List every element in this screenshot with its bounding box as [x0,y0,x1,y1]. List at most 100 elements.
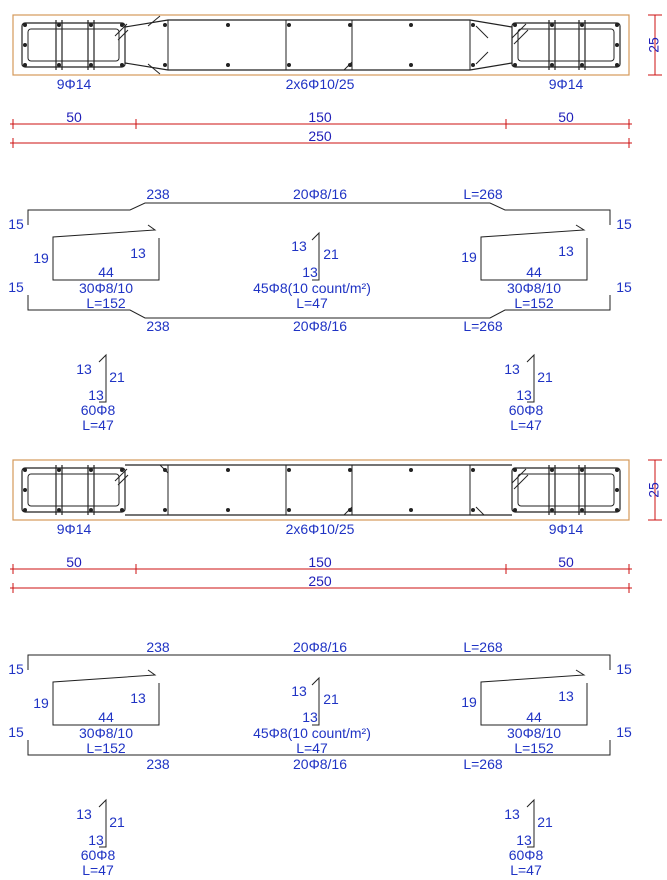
hook-middle: 13 21 13 45Φ8(10 count/m²) L=47 [253,676,371,756]
hook-bottom: 13 [88,832,104,848]
hook-top: 13 [76,806,92,822]
left-end-cage [21,467,126,513]
left-top-leg: 15 [8,661,24,677]
bottom-bar-total-length: L=268 [463,756,503,772]
stirrup-height: 19 [33,695,49,711]
right-end-stirrup [517,28,615,62]
hook-count: 60Φ8 [509,402,544,418]
stirrup-hook-length: 13 [558,688,574,704]
hook-count: 60Φ8 [81,847,116,863]
stirrup-count: 30Φ8/10 [79,725,133,741]
stirrup-width: 44 [98,264,114,280]
top-bar-count: 20Φ8/16 [293,186,347,202]
hook-height: 21 [323,246,339,262]
hook-right: 13 21 13 60Φ8 L=47 [504,353,553,433]
wall-plan-view: 25 9Φ14 2x6Φ10/25 9Φ14 [12,14,662,92]
height-dimension: 25 [646,482,662,498]
hook-bottom: 13 [302,709,318,725]
bottom-bent-bar [27,295,611,319]
bar-shape-detail: 238 20Φ8/16 L=268 238 20Φ8/16 L=268 15 1… [8,186,632,334]
right-top-leg: 15 [616,661,632,677]
bar-shape-detail: 238 20Φ8/16 L=268 238 20Φ8/16 L=268 15 1… [8,639,632,772]
top-longitudinal-bar [124,19,513,28]
dimension-lines: 50 150 50 250 [10,554,632,593]
hook-top: 13 [291,238,307,254]
left-bottom-leg: 15 [8,279,24,295]
top-bar-total-length: L=268 [463,639,503,655]
hook-bottom: 13 [516,832,532,848]
middle-bars-label: 2x6Φ10/25 [286,521,355,537]
stirrup-length: L=152 [514,740,554,756]
hook-right: 13 21 13 60Φ8 L=47 [504,798,553,878]
top-bar-count: 20Φ8/16 [293,639,347,655]
bottom-bent-bar [27,740,611,756]
top-bent-bar [27,202,611,225]
left-end-stirrup [27,28,120,62]
wall-plan-view: 25 9Φ14 2x6Φ10/25 9Φ14 [12,459,662,537]
hook-count: 45Φ8(10 count/m²) [253,280,371,296]
hook-height: 21 [109,369,125,385]
stirrup-height: 19 [33,250,49,266]
right-bottom-leg: 15 [616,279,632,295]
hook-top: 13 [504,806,520,822]
dim-right: 50 [558,109,574,125]
hook-count: 60Φ8 [81,402,116,418]
bottom-bar-count: 20Φ8/16 [293,318,347,334]
top-bar-length: 238 [146,639,170,655]
hook-height: 21 [109,814,125,830]
stirrup-width: 44 [98,709,114,725]
stirrup-width: 44 [526,709,542,725]
hook-top: 13 [504,361,520,377]
stirrup-hook-length: 13 [558,243,574,259]
bottom-bar-count: 20Φ8/16 [293,756,347,772]
bottom-bar-length: 238 [146,318,170,334]
dimension-lines: 50 150 50 250 [10,109,632,148]
hook-bottom: 13 [88,387,104,403]
left-bars-label: 9Φ14 [57,521,92,537]
stirrup-count: 30Φ8/10 [507,280,561,296]
dim-middle: 150 [308,554,332,570]
right-end-cage [511,22,621,68]
stirrup-count: 30Φ8/10 [507,725,561,741]
right-bottom-leg: 15 [616,724,632,740]
dim-total: 250 [308,573,332,589]
hook-length: L=47 [510,862,542,878]
top-bar-length: 238 [146,186,170,202]
middle-bars-label: 2x6Φ10/25 [286,76,355,92]
hook-top: 13 [76,361,92,377]
dim-total: 250 [308,128,332,144]
section-2: 25 9Φ14 2x6Φ10/25 9Φ14 50 150 50 250 238… [8,459,662,878]
hook-top: 13 [291,683,307,699]
height-dimension: 25 [646,37,662,53]
top-bar-total-length: L=268 [463,186,503,202]
left-end-stirrup [27,473,120,507]
hook-length: L=47 [82,862,114,878]
bottom-bar-total-length: L=268 [463,318,503,334]
rebar-dots [23,468,619,512]
right-bars-label: 9Φ14 [549,76,584,92]
stirrup-length: L=152 [86,295,126,311]
left-end-cage [21,22,126,68]
hook-count: 45Φ8(10 count/m²) [253,725,371,741]
stirrup-left: 13 19 44 30Φ8/10 L=152 [33,224,160,311]
hook-length: L=47 [82,417,114,433]
stirrup-right: 13 19 44 30Φ8/10 L=152 [461,224,588,311]
stirrup-length: L=152 [514,295,554,311]
hook-length: L=47 [296,295,328,311]
right-end-cage [511,467,621,513]
stirrup-right: 13 19 44 30Φ8/10 L=152 [461,669,588,756]
stirrup-length: L=152 [86,740,126,756]
left-bars-label: 9Φ14 [57,76,92,92]
hook-length: L=47 [510,417,542,433]
dim-right: 50 [558,554,574,570]
right-bars-label: 9Φ14 [549,521,584,537]
concrete-outline [12,459,630,521]
dim-left: 50 [66,109,82,125]
top-bent-bar [27,654,611,670]
hook-middle: 13 21 13 45Φ8(10 count/m²) L=47 [253,231,371,311]
stirrup-hook-length: 13 [130,245,146,261]
hook-left: 13 21 13 60Φ8 L=47 [76,353,125,433]
hook-left: 13 21 13 60Φ8 L=47 [76,798,125,878]
stirrup-hook-length: 13 [130,690,146,706]
hook-count: 60Φ8 [509,847,544,863]
